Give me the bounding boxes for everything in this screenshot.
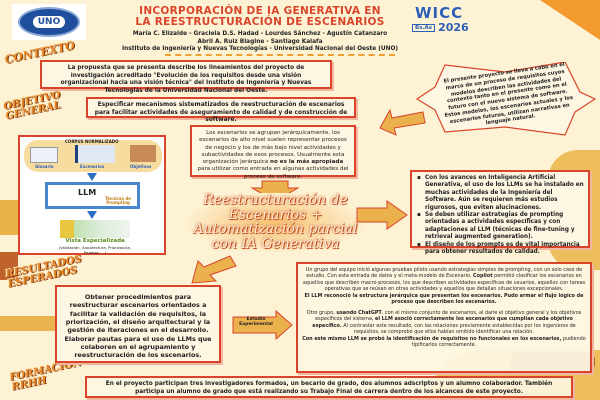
objetivos-doc-icon — [130, 145, 156, 162]
jerarquia-text: Los escenarios se agrupan jerárquicament… — [199, 130, 347, 166]
glosario-docs-icon — [30, 147, 58, 163]
vista-docs-icon — [60, 220, 130, 238]
llm-block: LLM Técnicas de Prompting — [45, 182, 140, 209]
objetivo-label: OBJETIVO GENERAL — [2, 89, 62, 123]
estudio-arrow — [232, 310, 293, 340]
escenarios-label: Escenarios — [80, 164, 105, 169]
estudio-p1: Un grupo del equipo inició algunas prueb… — [302, 267, 586, 293]
uno-logo: UNO — [12, 4, 86, 40]
resultados-box: Obtener procedimientos para reestructura… — [55, 285, 221, 363]
llm-label: LLM — [78, 188, 97, 197]
estudio-p2: El LLM reconoció la estructura jerárquic… — [304, 292, 584, 306]
glosario-label: Glosario — [35, 164, 54, 169]
institution: Instituto de Ingeniería y Nuevas Tecnolo… — [121, 46, 399, 53]
arrow-down-icon — [87, 173, 97, 181]
arrow-down-icon — [87, 211, 97, 219]
left-tab-decoration — [0, 316, 58, 331]
jerarquia-box: Los escenarios se agrupan jerárquicament… — [190, 125, 356, 180]
tecnicas-label: Técnicas de Prompting — [105, 196, 131, 206]
formacion-box: En el proyecto participan tres investiga… — [85, 376, 573, 398]
wicc-logo-text: WICC — [415, 4, 464, 22]
formacion-label: FORMACIÓN RRHH — [8, 357, 83, 394]
authors-line-1: María C. Elizalde - Graciela D.S. Hadad … — [132, 31, 388, 37]
estudio-p3: Otro grupo, usando ChatGPT, con el mismo… — [306, 309, 582, 336]
authors-line-2: Abril A. Ruiz Blagine - Santiago Kalafa — [197, 38, 323, 45]
jerarquia-text-end: para utilizar como entrada en algunas ac… — [197, 166, 349, 180]
wicc-logo-year: 2026 — [438, 21, 469, 34]
poster-title: INCORPORACIÓN DE IA GENERATIVA EN LA REE… — [115, 5, 405, 29]
bullet-list: Con los avances en Inteligencia Artifici… — [416, 175, 584, 256]
contexto-box: La propuesta que se presenta describe lo… — [40, 60, 332, 94]
arrow-left-icon — [379, 108, 426, 136]
estudio-box: Un grupo del equipo inició algunas prueb… — [296, 262, 592, 373]
vista-sub-label: (Validación, Arquitectura, Priorización,… — [58, 245, 132, 255]
bullet-item: El diseño de los prompts es de vital imp… — [416, 242, 584, 257]
process-diagram: CORPUS NORMALIZADO Glosario Escenarios O… — [18, 135, 166, 255]
central-concept: Reestructuración de Escenarios + Automat… — [188, 193, 363, 252]
objetivos-label: Objetivos — [130, 164, 152, 169]
title-line-2: LA REESTRUCTURACIÓN DE ESCENARIOS — [135, 16, 385, 29]
star-callout — [415, 62, 597, 136]
arrow-right-icon — [356, 200, 408, 230]
objetivo-box: Especificar mecanismos sistematizados de… — [86, 97, 356, 123]
estudio-label: Estudio Experimental — [239, 317, 273, 327]
title-divider — [165, 54, 395, 56]
uno-logo-text: UNO — [32, 16, 66, 28]
wicc-logo: WICC Bs.As 2026 — [412, 6, 492, 36]
left-tab-decoration — [0, 200, 18, 235]
bullet-item: Se deben utilizar estrategias de prompti… — [416, 212, 584, 242]
jerarquia-bold: no es la más apropiada — [270, 159, 344, 166]
llm-bullets-box: Con los avances en Inteligencia Artifici… — [410, 170, 590, 255]
left-tab-decoration — [0, 252, 18, 280]
vista-label: Vista Especializada — [65, 238, 125, 244]
estudio-p4: Con este mismo LLM se probó la identific… — [302, 335, 586, 349]
title-line-1: INCORPORACIÓN DE IA GENERATIVA EN — [139, 5, 381, 17]
escenarios-docs-icon — [75, 145, 115, 163]
arrow-up-left-icon — [191, 255, 237, 284]
corner-decoration — [540, 0, 600, 40]
corpus-label: CORPUS NORMALIZADO — [65, 139, 119, 144]
authors-block: María C. Elizalde - Graciela D.S. Hadad … — [95, 31, 425, 54]
wicc-logo-city: Bs.As — [412, 23, 436, 32]
bullet-item: Con los avances en Inteligencia Artifici… — [416, 175, 584, 212]
